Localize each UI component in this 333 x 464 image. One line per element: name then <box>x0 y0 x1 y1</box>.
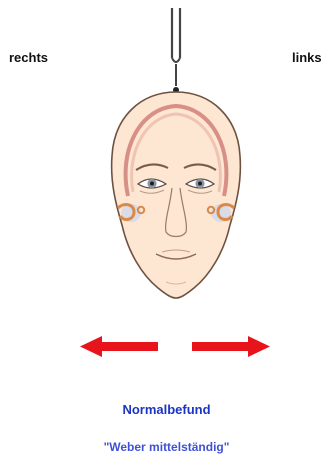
caption-normalbefund: Normalbefund <box>0 402 333 417</box>
caption-weber: "Weber mittelständig" <box>0 440 333 454</box>
arrow-left-icon <box>80 336 158 357</box>
head-icon <box>112 92 241 298</box>
tuning-fork-icon <box>172 8 180 93</box>
arrow-right-icon <box>192 336 270 357</box>
label-rechts: rechts <box>9 50 48 65</box>
label-links: links <box>292 50 322 65</box>
